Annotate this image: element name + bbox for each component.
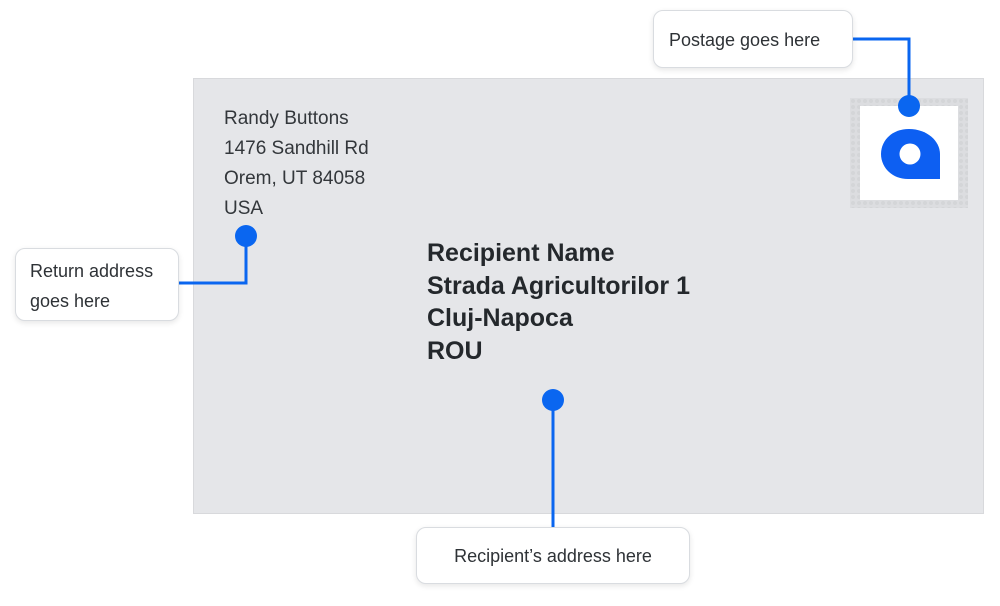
return-address-callout: Return address goes here — [15, 248, 179, 321]
return-address-line: Randy Buttons — [224, 108, 349, 129]
return-address-line: USA — [224, 198, 264, 219]
recipient-address-callout: Recipient’s address here — [416, 527, 690, 584]
return-address: Randy Buttons 1476 Sandhill Rd Orem, UT … — [224, 104, 369, 224]
recipient-callout-text: Recipient’s address here — [454, 546, 652, 566]
return-address-line: 1476 Sandhill Rd — [224, 138, 369, 159]
recipient-address-line: Cluj-Napoca — [427, 304, 573, 332]
postage-callout: Postage goes here — [653, 10, 853, 68]
recipient-address-line: Strada Agricultorilor 1 — [427, 271, 691, 300]
recipient-address-line: ROU — [427, 336, 483, 365]
recipient-address-line: Recipient Name — [427, 239, 615, 267]
return-address-line: Orem, UT 84058 — [224, 168, 366, 189]
return-callout-text-line: goes here — [30, 291, 111, 311]
postage-stamp — [850, 98, 968, 208]
recipient-address: Recipient Name Strada Agricultorilor 1 C… — [427, 237, 690, 367]
brand-logo-icon — [881, 129, 940, 179]
return-callout-text-line: Return address — [30, 261, 154, 281]
postage-callout-text: Postage goes here — [669, 30, 821, 50]
